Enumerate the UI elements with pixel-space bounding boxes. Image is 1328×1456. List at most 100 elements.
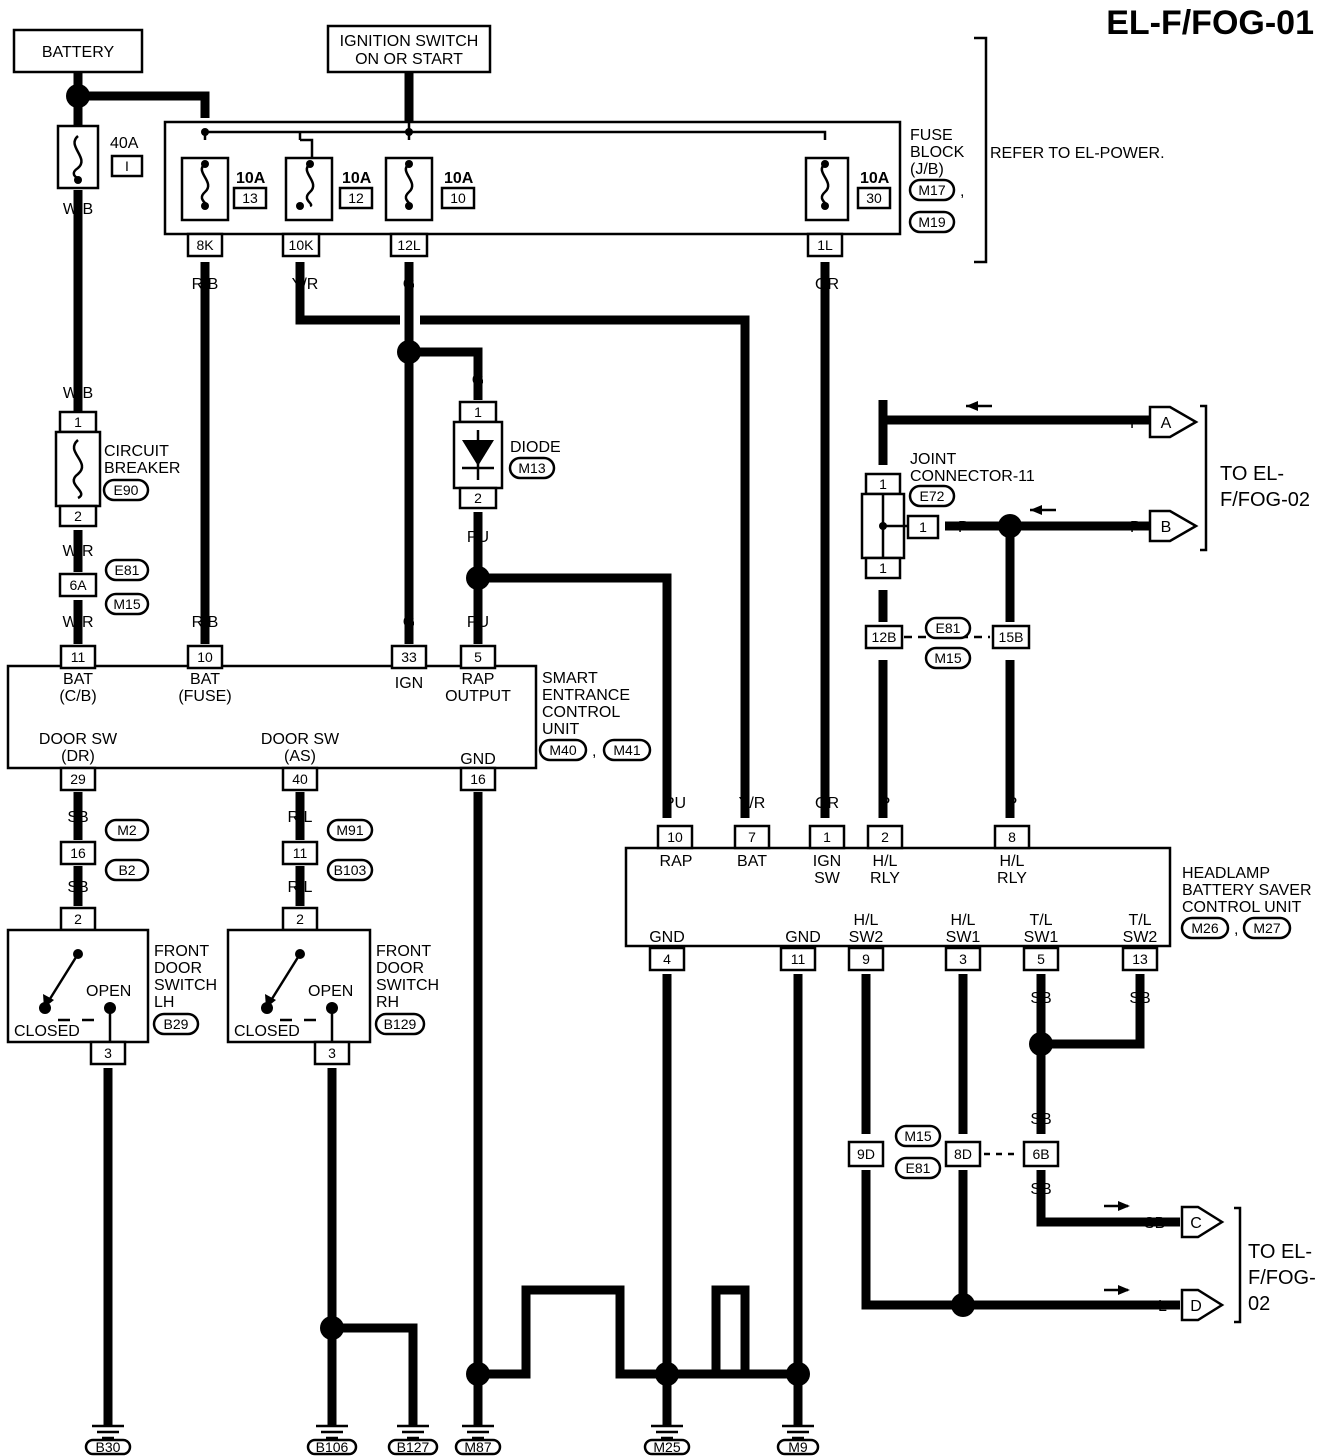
smart-connector-m40: M40	[549, 742, 576, 758]
door-rh-connector: B129	[384, 1016, 417, 1032]
splice-p	[998, 514, 1022, 538]
inline-16-b2: B2	[118, 862, 135, 878]
hl-ign-2: SW	[814, 870, 841, 887]
ground-m9-label: M9	[788, 1439, 808, 1455]
wire-b-b30: B	[103, 1355, 114, 1372]
offpage-d-wire: L	[1158, 1298, 1167, 1315]
offpage-b-letter: B	[1161, 519, 1172, 536]
door-rh-pin-2: 2	[296, 911, 304, 927]
diode: G 1 2 DIODE M13 PU PU	[452, 372, 561, 631]
tl-sw2-2: SW2	[1123, 929, 1158, 946]
door-lh-label-1: FRONT	[154, 943, 209, 960]
hl-pin-3: 3	[959, 951, 967, 967]
inline-12b-m15: M15	[934, 650, 961, 666]
fuse-30-rating: 10A	[860, 170, 890, 187]
svg-text:,: ,	[960, 183, 964, 200]
fuse-30-number: 30	[866, 190, 882, 206]
hl-rly2-2: RLY	[870, 870, 900, 887]
battery-box: BATTERY	[12, 28, 144, 74]
smart-door-dr-1: DOOR SW	[39, 731, 118, 748]
smart-door-as-1: DOOR SW	[261, 731, 340, 748]
splice-m25	[655, 1362, 679, 1386]
door-lh-pin-3: 3	[104, 1045, 112, 1061]
offpage-top-label-2: F/FOG-02	[1220, 489, 1310, 511]
inline-11-pin: 11	[293, 845, 308, 861]
inline-connector-12b-15b: 12B 15B E81 M15 P P	[864, 616, 1031, 688]
offpage-top-bracket	[1200, 404, 1208, 552]
wire-p-jc-bottom: P	[878, 599, 889, 616]
splices	[66, 84, 1053, 1386]
splice-l	[951, 1293, 975, 1317]
terminal-8k: 8K	[196, 237, 214, 253]
hl-pin-13: 13	[1132, 951, 1148, 967]
hl-rly8-2: RLY	[997, 870, 1027, 887]
ground-bus-labels: B B B B B B B B B B	[103, 1329, 804, 1372]
wire-p-left-2: P	[878, 671, 889, 688]
jc-label-1: JOINT	[910, 451, 956, 468]
door-lh-closed: CLOSED	[14, 1023, 80, 1040]
smart-pin-10: 10	[197, 649, 213, 665]
inline-9d-pin: 9D	[857, 1146, 875, 1162]
hl-sw1-2: SW1	[946, 929, 981, 946]
smart-pin-11: 11	[71, 649, 86, 665]
ground-m9: M9	[776, 1424, 820, 1456]
fuse-block-label-1: FUSE	[910, 127, 953, 144]
ground-m25-label: M25	[653, 1439, 680, 1455]
circuit-breaker: 1 2 CIRCUIT BREAKER E90 W/R	[54, 410, 180, 560]
offpage-c-letter: C	[1190, 1215, 1202, 1232]
wire-p-right-1: P	[1005, 599, 1016, 616]
wire-yr-top: Y/R	[292, 276, 319, 293]
hl-rap: RAP	[660, 853, 693, 870]
smart-ign: IGN	[395, 675, 423, 692]
page-title: EL-F/FOG-01	[1106, 4, 1314, 42]
splice-m9	[786, 1362, 810, 1386]
smart-door-as-2: (AS)	[284, 748, 316, 765]
ground-m87: M87	[454, 1424, 502, 1456]
hl-sw2-1: H/L	[854, 912, 879, 929]
fuse-13-rating: 10A	[236, 170, 266, 187]
hl-label-3: CONTROL UNIT	[1182, 899, 1302, 916]
offpage-a-wire: P	[1130, 415, 1141, 432]
offpage-c-wire: SB	[1144, 1215, 1165, 1232]
offpage-bottom-bracket	[1234, 1206, 1242, 1324]
smart-bat-fuse-2: (FUSE)	[178, 688, 231, 705]
wire-l-hl-9: L	[862, 990, 871, 1007]
door-lh-open: OPEN	[86, 983, 131, 1000]
wire-p-hl-2: P	[880, 795, 891, 812]
smart-pin-16: 16	[470, 771, 486, 787]
inline-9d-m15: M15	[904, 1128, 931, 1144]
hl-rly2-1: H/L	[873, 853, 898, 870]
offpage-bottom-label-3: 02	[1248, 1293, 1270, 1315]
wire-b-rh: B	[327, 1085, 338, 1102]
hl-pin-9: 9	[862, 951, 870, 967]
wire-b-hl-11: B	[793, 990, 804, 1007]
wire-sb-1: SB	[67, 809, 88, 826]
smart-label-1: SMART	[542, 670, 598, 687]
wire-b-g4: B	[662, 1329, 673, 1346]
smart-entrance-control-unit: 11 10 33 5 BAT (C/B) BAT (FUSE) IGN RAP …	[6, 644, 652, 792]
wire-b-g5: B	[711, 1329, 722, 1346]
wire-b-g3: B	[615, 1329, 626, 1346]
door-lh-label-4: LH	[154, 994, 174, 1011]
wire-b-smart-gnd: B	[473, 809, 484, 826]
inline-12b-pin: 12B	[872, 629, 897, 645]
smart-rap-1: RAP	[462, 671, 495, 688]
wire-l-9d-bottom: L	[862, 1181, 871, 1198]
hl-label-1: HEADLAMP	[1182, 865, 1270, 882]
wire-sb-hl-5: SB	[1030, 990, 1051, 1007]
smart-bat-fuse-1: BAT	[190, 671, 220, 688]
hl-ign-1: IGN	[813, 853, 841, 870]
fuse-12-number: 12	[348, 190, 364, 206]
inline-6a-m15: M15	[113, 596, 140, 612]
hl-sw1-1: H/L	[951, 912, 976, 929]
hl-pin-8: 8	[1008, 829, 1016, 845]
offpage-a: P A	[966, 401, 1199, 439]
splice-g	[397, 340, 421, 364]
fuse-10-number: 10	[450, 190, 466, 206]
wire-g-top: G	[403, 276, 415, 293]
wire-rb-top: R/B	[192, 276, 219, 293]
jc-pin-top: 1	[879, 476, 887, 492]
ground-b127: B127	[387, 1424, 439, 1456]
joint-connector-11: P 1 1 1 JOINT CONNECTOR-11 E72 P P P	[860, 443, 1035, 616]
hl-connector-m27: M27	[1253, 920, 1280, 936]
